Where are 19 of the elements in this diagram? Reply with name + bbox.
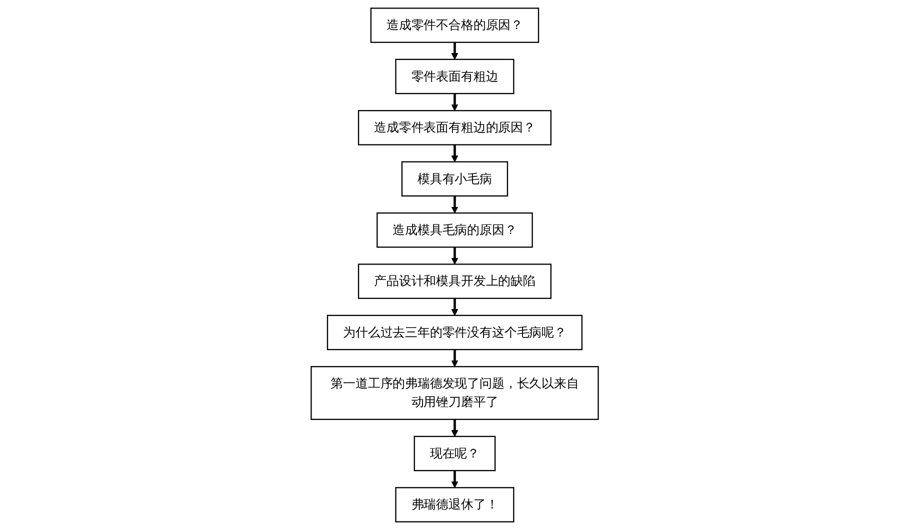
node-box: 零件表面有粗边 [394,58,514,94]
node-box: 第一道工序的弗瑞德发现了问题，长久以来自动用锉刀磨平了 [310,366,599,420]
arrow [451,298,458,316]
arrow [451,247,458,265]
node-box: 为什么过去三年的零件没有这个毛病呢？ [326,314,582,350]
arrow [451,350,458,367]
node-box: 弗瑞德退休了！ [394,487,514,522]
arrow [451,144,458,162]
node-box: 现在呢？ [414,436,496,472]
arrow [451,196,458,214]
arrow [451,42,458,60]
node-box: 造成零件不合格的原因？ [370,8,539,43]
node-box: 模具有小毛病 [401,161,508,197]
node-box: 造成零件表面有粗边的原因？ [358,110,552,146]
node-box: 造成模具毛病的原因？ [376,212,533,248]
arrow [451,419,458,437]
node-box: 产品设计和模具开发上的缺陷 [358,264,552,299]
arrow [451,470,458,488]
arrow [451,94,458,111]
